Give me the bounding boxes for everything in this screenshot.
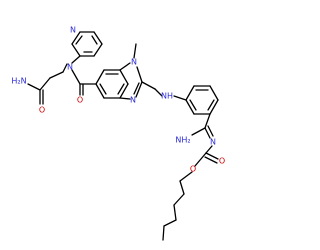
bond: [71, 43, 81, 57]
bond: [162, 225, 165, 241]
bond: [173, 95, 187, 101]
bond: [99, 83, 107, 95]
bond: [154, 88, 163, 97]
bond: [71, 31, 81, 45]
bond: [95, 69, 105, 85]
bond: [93, 31, 103, 45]
amide-nitrogen-label: N: [67, 63, 73, 72]
amidine-nitrogen-label: N: [210, 138, 216, 147]
bond: [117, 83, 125, 95]
molecule-structure-diagram: H₂N O N N O N N NH NH₂ N O O: [11, 25, 226, 241]
amidine-nh2-label: NH₂: [175, 136, 190, 145]
bond: [207, 125, 214, 137]
bond: [75, 35, 83, 45]
bond: [71, 55, 81, 64]
bond: [173, 204, 177, 221]
bond: [189, 99, 197, 111]
bond: [185, 85, 195, 101]
atom-labels: H₂N O N N O N N NH NH₂ N O O: [11, 26, 225, 174]
bond: [39, 77, 51, 91]
bond: [179, 180, 185, 195]
amine-nh-label: NH: [161, 92, 173, 101]
amide-oxygen-label: O: [39, 106, 45, 115]
bond: [27, 83, 41, 91]
ring-nitrogen-label: N: [130, 96, 136, 105]
bond: [194, 152, 207, 167]
bond: [141, 81, 156, 90]
bond: [205, 145, 213, 154]
bonds: [27, 31, 219, 241]
bond: [119, 97, 131, 100]
molecule-svg: H₂N O N N O N N NH NH₂ N O O: [11, 26, 225, 241]
bond: [204, 113, 211, 129]
bond: [173, 193, 185, 206]
bond: [185, 99, 195, 115]
amide-nh2-label: H₂N: [11, 77, 26, 86]
bond: [207, 99, 215, 111]
ester-oxygen-label: O: [190, 165, 196, 174]
bond: [204, 156, 218, 164]
bond: [179, 171, 193, 182]
bond: [135, 81, 143, 98]
bond: [204, 127, 211, 139]
bond: [133, 82, 140, 95]
bond: [133, 43, 137, 59]
bond: [119, 62, 131, 71]
carbonyl-oxygen-label: O: [77, 96, 83, 105]
carbamate-carbonyl-oxygen-label: O: [219, 157, 225, 166]
bond: [119, 83, 129, 99]
bond: [163, 219, 177, 227]
bond: [91, 35, 98, 45]
methyl-ring-nitrogen-label: N: [131, 58, 137, 67]
bond: [209, 99, 219, 115]
bond: [49, 71, 64, 79]
bond: [62, 63, 68, 73]
bond: [93, 43, 103, 57]
bond: [205, 152, 219, 160]
bond: [119, 69, 129, 85]
bond: [191, 127, 206, 136]
bond: [95, 83, 105, 99]
bond: [209, 85, 219, 101]
pyridine-nitrogen-label: N: [70, 26, 76, 35]
bond: [136, 66, 143, 83]
bond: [71, 69, 81, 85]
